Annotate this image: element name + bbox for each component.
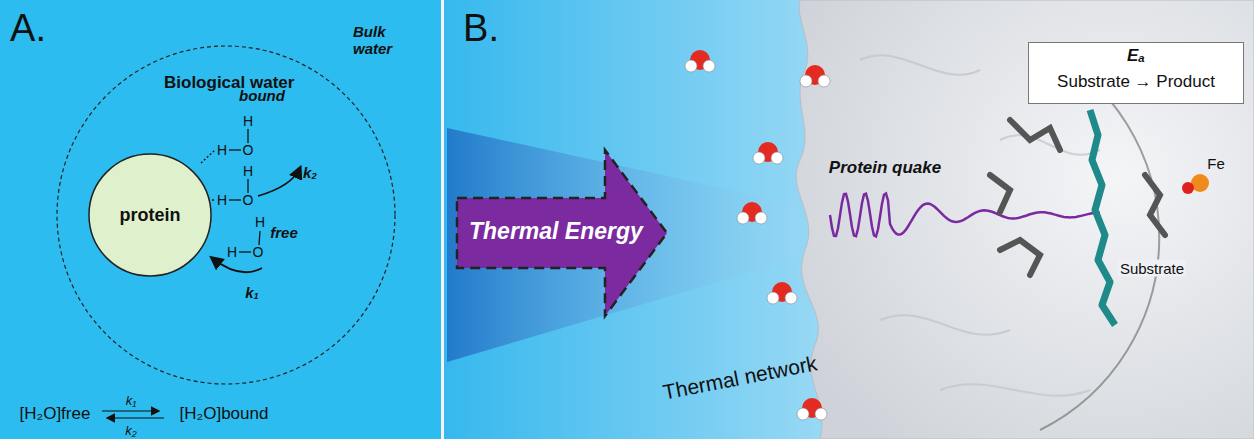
panel-a-ground	[0, 0, 441, 439]
hydrogen-atom	[767, 292, 779, 304]
label: k₂	[125, 423, 136, 438]
arrow-shape	[457, 150, 667, 316]
biological-water-region: Biological waterprotein	[56, 45, 396, 385]
label: Bulk water	[353, 23, 403, 57]
panel-b-ground	[444, 0, 1254, 439]
thermal-energy-arrow: Thermal Energy	[455, 148, 670, 318]
label: A.	[10, 7, 46, 50]
label: H	[227, 244, 237, 260]
label: bound	[239, 87, 285, 104]
residues	[990, 120, 1165, 275]
hydrogen-atom	[818, 75, 830, 87]
hydrogen-atom	[755, 212, 767, 224]
reaction-box: EₐSubstrate → Product	[1028, 42, 1244, 104]
label: B.	[463, 7, 499, 50]
node-text: Eₐ	[1127, 46, 1145, 66]
hydrogen-atom	[737, 212, 749, 224]
label: [H₂O]bound	[180, 404, 269, 424]
label: k₁	[245, 284, 259, 301]
box-outline	[1029, 43, 1244, 104]
hydrogen-atom	[797, 408, 809, 420]
label: O	[243, 142, 254, 158]
substrate-chain	[1090, 110, 1115, 325]
label: H	[217, 142, 227, 158]
node-text: Substrate → Product	[1057, 72, 1215, 92]
label: k₁	[126, 393, 137, 408]
node-text: Thermal Energy	[469, 218, 643, 245]
protein-surface	[796, 0, 1254, 439]
label: H	[243, 163, 253, 179]
hydrogen-atom	[771, 152, 783, 164]
label: k₂	[303, 164, 317, 181]
label: H	[255, 214, 265, 230]
label: [H₂O]free	[20, 404, 91, 424]
hydrogen-atom	[753, 152, 765, 164]
protein-quake-wave	[830, 194, 1100, 237]
label: H	[217, 192, 227, 208]
thermal-beam	[447, 128, 800, 362]
label: free	[270, 224, 298, 241]
hydrogen-atom	[800, 75, 812, 87]
label: H	[243, 113, 253, 129]
hydrogen-atom	[685, 60, 697, 72]
label: Substrate	[1118, 260, 1186, 277]
label: Protein quake	[829, 158, 941, 178]
protein-circle: protein	[88, 153, 212, 277]
dashed-circle	[57, 46, 395, 384]
label: Fe	[1207, 155, 1225, 172]
protein-disc	[89, 154, 211, 276]
label: O	[243, 192, 254, 208]
hydrogen-atom	[785, 292, 797, 304]
node-text: protein	[120, 205, 181, 226]
label: O	[253, 244, 264, 260]
hydrogen-atom	[815, 408, 827, 420]
hydrogen-atom	[703, 60, 715, 72]
